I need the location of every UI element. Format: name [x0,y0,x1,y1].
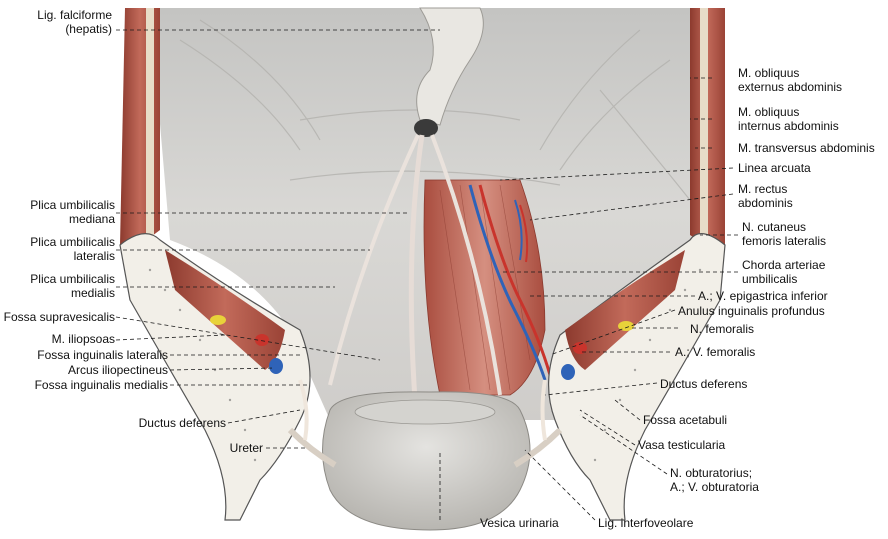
epigastric-artery [478,184,552,376]
leader-lines [115,29,738,521]
label-av-femoralis: A.; V. femoralis [675,345,755,359]
label-line: Plica umbilicalis [30,272,115,286]
label-lig-interfoveolare: Lig. interfoveolare [598,516,693,530]
label-av-epigastrica: A.; V. epigastrica inferior [698,289,828,303]
iliopsoas-right [565,250,685,370]
label-line: Plica umbilicalis [30,235,115,249]
label-chorda-arteriae: Chorda arteriae umbilicalis [742,258,825,286]
label-line: Lig. falciforme [37,8,112,22]
label-line: A.; V. femoralis [675,345,756,359]
label-line: N. obturatorius; [670,466,753,480]
plica-umbilicalis-mediana [408,134,425,401]
label-plica-umbilicalis-medialis: Plica umbilicalis medialis [30,272,115,300]
label-line: Chorda arteriae [742,258,826,272]
ureter-right [513,427,563,468]
label-n-femoralis: N. femoralis [690,322,754,336]
plica-umbilicalis-medialis-right [430,134,502,396]
label-m-rectus: M. rectus abdominis [738,182,793,210]
label-line: abdominis [738,196,793,210]
label-line: M. obliquus [738,66,800,80]
label-fossa-supravesicalis: Fossa supravesicalis [4,310,115,324]
label-line: N. cutaneus [742,220,807,234]
ductus-deferens-left-path [298,379,309,441]
label-line: A.; V. obturatoria [670,480,759,494]
label-line: externus abdominis [738,80,843,94]
peritoneal-folds [179,19,691,201]
label-vesica-urinaria: Vesica urinaria [480,516,559,530]
label-line: lateralis [73,249,115,263]
label-m-transversus: M. transversus abdominis [738,141,875,155]
label-line: Ureter [229,441,263,455]
label-line: M. rectus [738,182,788,196]
label-m-iliopsoas: M. iliopsoas [52,332,115,346]
femoral-artery-right [573,342,587,354]
label-m-obliquus-internus: M. obliquus internus abdominis [738,105,839,133]
label-ureter: Ureter [230,441,263,455]
umbilicus [414,119,438,137]
label-line: Vesica urinaria [480,516,559,530]
femoral-nerve-left [210,315,226,325]
femoral-artery-left [255,334,269,346]
label-line: Anulus inguinalis profundus [678,304,825,318]
femoral-vein-right [561,364,575,380]
label-line: Lig. interfoveolare [598,516,694,530]
label-plica-umbilicalis-mediana: Plica umbilicalis mediana [30,198,115,226]
label-line: Ductus deferens [138,416,226,430]
label-fossa-inguinalis-medialis: Fossa inguinalis medialis [35,378,168,392]
ureter-left [287,427,337,468]
label-line: Plica umbilicalis [30,198,115,212]
femoral-vein-left [269,358,283,374]
bone-trabeculae [148,268,702,462]
label-line: M. obliquus [738,105,800,119]
label-line: Fossa acetabuli [643,413,728,427]
label-line: Fossa inguinalis lateralis [37,348,168,362]
ductus-deferens-right-path [540,379,547,441]
label-line: mediana [68,212,115,226]
label-n-obturatorius: N. obturatorius; A.; V. obturatoria [670,466,759,494]
label-arcus-iliopectineus: Arcus iliopectineus [68,363,168,377]
label-line: Linea arcuata [738,161,811,175]
label-line: Arcus iliopectineus [67,363,168,377]
label-line: Fossa supravesicalis [3,310,115,324]
pelvic-bone-left [119,233,311,521]
rectus-abdominis [423,179,546,396]
label-anulus-inguinalis: Anulus inguinalis profundus [678,304,825,318]
label-line: medialis [70,286,115,300]
label-plica-umbilicalis-lateralis: Plica umbilicalis lateralis [30,235,115,263]
falciform-ligament [416,7,484,126]
bladder-fundus [354,399,496,425]
label-line: M. transversus abdominis [738,141,875,155]
label-vasa-testicularia: Vasa testicularia [638,438,725,452]
epigastric-vein [468,184,547,381]
label-m-obliquus-externus: M. obliquus externus abdominis [738,66,842,94]
urinary-bladder [322,391,531,531]
label-n-cutaneus: N. cutaneus femoris lateralis [742,220,826,248]
femoral-nerve-right [618,321,634,331]
label-fossa-inguinalis-lateralis: Fossa inguinalis lateralis [37,348,168,362]
label-line: (hepatis) [65,22,112,36]
label-line: umbilicalis [742,272,798,286]
label-line: Fossa inguinalis medialis [34,378,168,392]
label-line: Ductus deferens [660,377,748,391]
label-fossa-acetabuli: Fossa acetabuli [643,413,727,427]
label-line: M. iliopsoas [51,332,115,346]
label-ductus-deferens-left: Ductus deferens [139,416,226,430]
label-linea-arcuata: Linea arcuata [738,161,811,175]
label-ductus-deferens-right: Ductus deferens [660,377,747,391]
abdominal-wall-right-fascia [700,8,708,238]
label-line: A.; V. epigastrica inferior [698,289,828,303]
label-line: N. femoralis [690,322,755,336]
label-line: femoris lateralis [742,234,827,248]
label-line: Vasa testicularia [638,438,726,452]
label-lig-falciforme: Lig. falciforme (hepatis) [37,8,112,36]
abdominal-wall-left-fascia [146,8,154,238]
label-line: internus abdominis [738,119,839,133]
